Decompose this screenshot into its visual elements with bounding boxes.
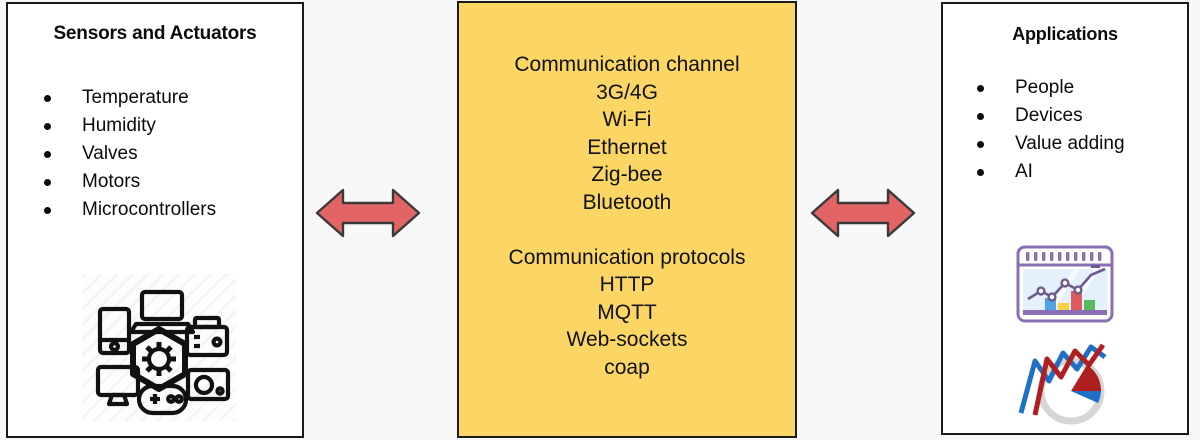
protocol-item: coap — [604, 355, 650, 379]
channel-item: Bluetooth — [582, 190, 672, 214]
communication-protocols-block: Communication protocols HTTP MQTT Web-so… — [459, 244, 795, 382]
applications-list: People Devices Value adding AI — [971, 74, 1187, 186]
channel-item: Zig-bee — [591, 163, 663, 186]
communication-channel-heading: Communication channel — [514, 53, 740, 76]
pie-chart-line-icon — [1005, 333, 1125, 428]
analytics-dashboard-icon — [995, 243, 1135, 325]
panel-communication: Communication channel 3G/4G Wi-Fi Ethern… — [457, 1, 797, 438]
arrow-sensors-to-communication — [315, 186, 421, 240]
list-item: Value adding — [971, 130, 1187, 158]
list-item: Temperature — [38, 84, 302, 112]
list-item: Devices — [971, 102, 1187, 130]
protocol-item: HTTP — [599, 273, 655, 296]
list-item: People — [971, 74, 1187, 102]
list-item: Microcontrollers — [38, 196, 302, 224]
channel-item: 3G/4G — [596, 80, 658, 104]
channel-item: Wi-Fi — [602, 108, 652, 131]
panel-applications: Applications People Devices Value adding… — [941, 2, 1189, 435]
panel-sensors-and-actuators: Sensors and Actuators Temperature Humidi… — [6, 2, 304, 438]
list-item: Valves — [38, 140, 302, 168]
list-item: AI — [971, 158, 1187, 186]
sensors-panel-title: Sensors and Actuators — [53, 23, 257, 44]
communication-protocols-heading: Communication protocols — [508, 245, 746, 269]
applications-panel-title: Applications — [1012, 24, 1118, 44]
protocol-item: Web-sockets — [566, 328, 688, 351]
sensors-list: Temperature Humidity Valves Motors Micro… — [38, 84, 302, 224]
list-item: Humidity — [38, 112, 302, 140]
protocol-item: MQTT — [597, 300, 657, 324]
arrow-communication-to-applications — [810, 186, 916, 240]
iot-device-cluster-icon — [82, 274, 236, 421]
channel-item: Ethernet — [587, 135, 667, 159]
list-item: Motors — [38, 168, 302, 196]
communication-channel-block: Communication channel 3G/4G Wi-Fi Ethern… — [459, 51, 795, 216]
